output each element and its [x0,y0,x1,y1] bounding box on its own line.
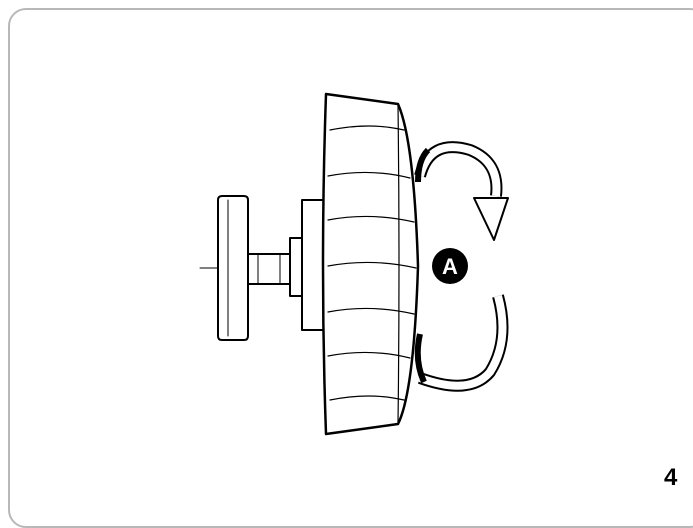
page-number: 4 [664,464,678,491]
flange-plate [217,195,249,341]
assembly-illustration: A [199,92,509,436]
knob [321,92,420,436]
rotation-arrow-icon [414,141,509,392]
callout-label: A [442,254,458,279]
hub [301,199,325,331]
callout-badge: A [432,248,468,284]
shaft [247,253,291,285]
collar [289,237,303,297]
